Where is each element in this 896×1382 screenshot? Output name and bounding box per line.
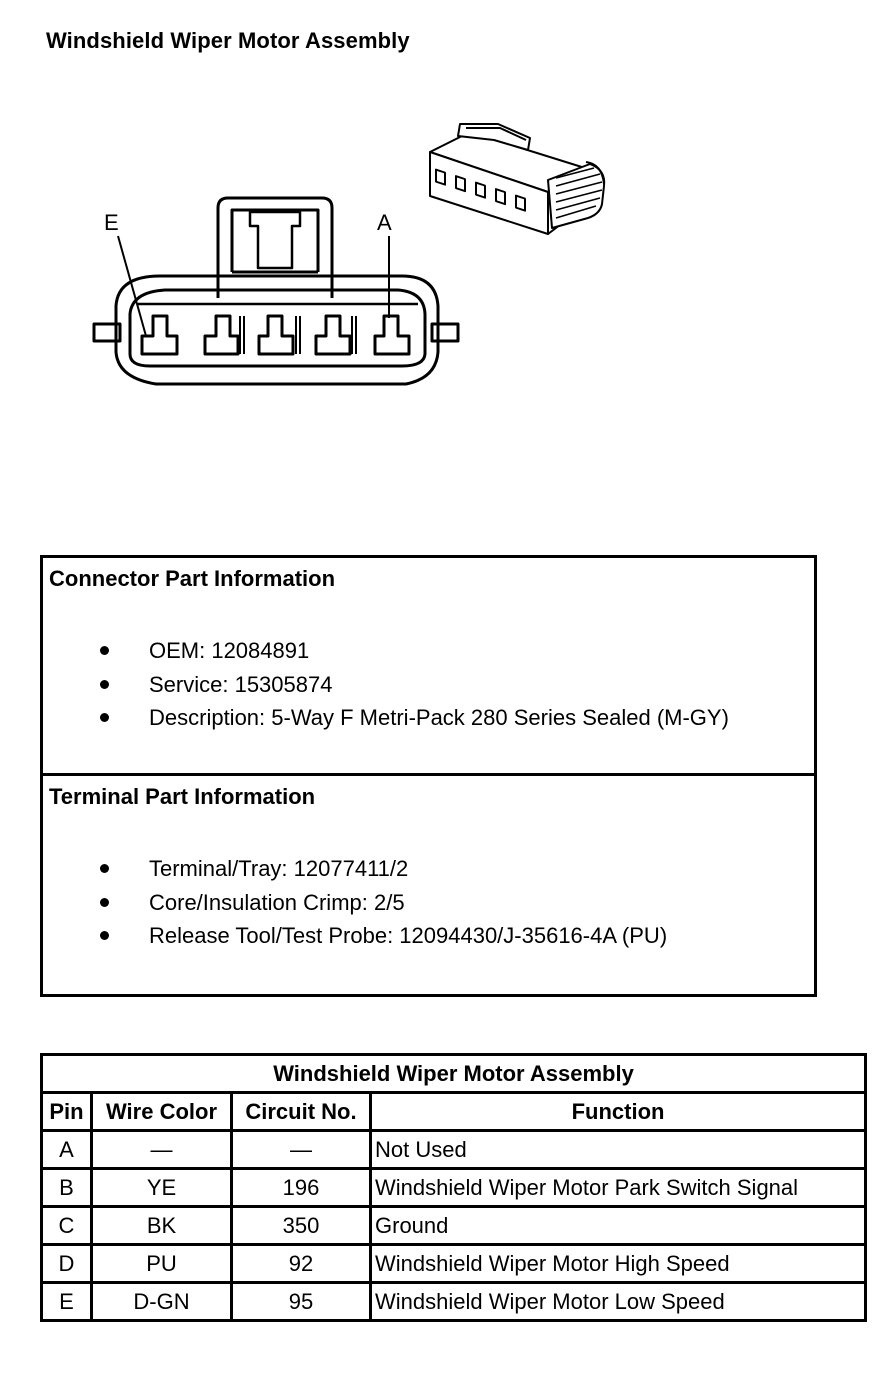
function-cell: Windshield Wiper Motor High Speed	[368, 1243, 868, 1284]
pin-cavity-d	[203, 314, 240, 356]
wire-color-cell: BK	[90, 1205, 233, 1246]
connector-part-info-list: OEM: 12084891 Service: 15305874 Descript…	[43, 634, 729, 735]
function-cell: Ground	[368, 1205, 868, 1246]
column-header-pin: Pin	[40, 1091, 93, 1132]
circuit-cell: 92	[230, 1243, 372, 1284]
circuit-cell: —	[230, 1129, 372, 1170]
list-item: OEM: 12084891	[43, 634, 729, 668]
table-title-row: Windshield Wiper Motor Assembly	[39, 1053, 868, 1094]
pin-label-a: A	[377, 210, 392, 235]
connector-body-inner	[128, 288, 427, 368]
list-item: Release Tool/Test Probe: 12094430/J-3561…	[43, 919, 667, 953]
pin-cell: D	[40, 1243, 93, 1284]
bullet-icon	[100, 897, 109, 907]
table-header-row: Pin Wire Color Circuit No. Function	[40, 1091, 868, 1132]
terminal-part-info-title: Terminal Part Information	[49, 784, 316, 809]
latch-inner	[230, 208, 320, 272]
bullet-icon	[100, 679, 109, 689]
pin-cell: A	[40, 1129, 93, 1170]
list-item: Terminal/Tray: 12077411/2	[43, 852, 667, 886]
circuit-cell: 196	[230, 1167, 372, 1208]
latch-outer	[216, 196, 334, 298]
function-cell: Not Used	[368, 1129, 868, 1170]
wire-color-cell: D-GN	[90, 1281, 233, 1322]
connector-part-info-title: Connector Part Information	[49, 566, 336, 591]
connector-diagram: E A	[92, 123, 606, 386]
function-cell: Windshield Wiper Motor Park Switch Signa…	[368, 1167, 868, 1208]
pin-cavity-a	[373, 314, 411, 356]
pinout-table: Windshield Wiper Motor Assembly Pin Wire…	[39, 1053, 868, 1322]
right-nub	[430, 322, 460, 343]
pin-cell: E	[40, 1281, 93, 1322]
terminal-part-info: Terminal Part Information Terminal/Tray:…	[43, 776, 814, 994]
table-row: B YE 196 Windshield Wiper Motor Park Swi…	[40, 1167, 868, 1208]
pin-cell: B	[40, 1167, 93, 1208]
pin-cavity-c	[257, 314, 295, 356]
table-title: Windshield Wiper Motor Assembly	[39, 1053, 868, 1094]
bullet-icon	[100, 931, 109, 940]
list-item: Core/Insulation Crimp: 2/5	[43, 886, 667, 920]
list-item: Service: 15305874	[43, 668, 729, 702]
terminal-part-info-list: Terminal/Tray: 12077411/2 Core/Insulatio…	[43, 852, 667, 953]
table-row: C BK 350 Ground	[40, 1205, 868, 1246]
left-nub	[92, 322, 122, 343]
bullet-icon	[100, 713, 109, 722]
list-item: Description: 5-Way F Metri-Pack 280 Seri…	[43, 701, 729, 735]
leader-e	[117, 235, 147, 337]
bullet-icon	[100, 646, 109, 655]
pin-cell: C	[40, 1205, 93, 1246]
circuit-cell: 350	[230, 1205, 372, 1246]
bullet-icon	[100, 864, 109, 873]
pin-label-e: E	[104, 210, 119, 235]
table-row: D PU 92 Windshield Wiper Motor High Spee…	[40, 1243, 868, 1284]
circuit-cell: 95	[230, 1281, 372, 1322]
column-header-wire-color: Wire Color	[90, 1091, 233, 1132]
pin-cavity-e	[140, 314, 179, 356]
table-row: A — — Not Used	[40, 1129, 868, 1170]
table-row: E D-GN 95 Windshield Wiper Motor Low Spe…	[40, 1281, 868, 1322]
column-header-function: Function	[368, 1091, 868, 1132]
connector-part-info: Connector Part Information OEM: 12084891…	[43, 558, 814, 776]
wire-color-cell: PU	[90, 1243, 233, 1284]
part-info-box: Connector Part Information OEM: 12084891…	[40, 555, 817, 997]
function-cell: Windshield Wiper Motor Low Speed	[368, 1281, 868, 1322]
page-title: Windshield Wiper Motor Assembly	[46, 28, 410, 53]
connector-perspective-view	[429, 123, 606, 235]
connector-body-outer	[114, 274, 440, 386]
pin-cavity-b	[314, 314, 352, 356]
wire-color-cell: YE	[90, 1167, 233, 1208]
column-header-circuit-no: Circuit No.	[230, 1091, 372, 1132]
wire-color-cell: —	[90, 1129, 233, 1170]
